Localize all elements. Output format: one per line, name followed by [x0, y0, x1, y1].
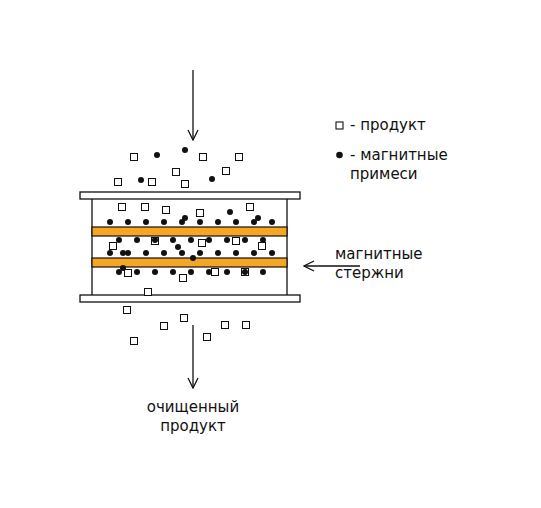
- impurity-particle: [251, 219, 257, 225]
- product-particle: [199, 240, 206, 247]
- impurity-particle: [260, 237, 266, 243]
- product-particle: [242, 269, 249, 276]
- output-label: очищенный продукт: [133, 398, 253, 436]
- legend-text: - продукт: [350, 116, 480, 135]
- impurity-particle: [138, 177, 144, 183]
- impurity-particle: [182, 147, 188, 153]
- impurity-particle: [161, 250, 167, 256]
- product-particle: [259, 243, 266, 250]
- impurity-particle: [152, 269, 158, 275]
- impurity-particle: [197, 250, 203, 256]
- impurity-particle: [152, 237, 158, 243]
- impurity-particle: [206, 269, 212, 275]
- impurity-particle: [269, 250, 275, 256]
- impurity-particle: [260, 269, 266, 275]
- side-wall: [91, 199, 92, 295]
- impurity-particle: [143, 219, 149, 225]
- impurity-particle: [116, 237, 122, 243]
- product-particle: [200, 154, 207, 161]
- product-particle: [222, 322, 229, 329]
- product-particle: [212, 269, 219, 276]
- impurity-particle: [197, 219, 203, 225]
- top-plate: [80, 192, 300, 199]
- impurity-particle: [161, 219, 167, 225]
- bottom-plate: [80, 295, 300, 302]
- impurity-particle: [107, 219, 113, 225]
- product-particle: [152, 238, 159, 245]
- product-particle: [163, 207, 170, 214]
- impurity-particle: [179, 250, 185, 256]
- product-particle: [180, 275, 187, 282]
- impurity-particle: [209, 176, 215, 182]
- impurity-particle: [242, 269, 248, 275]
- inflow-arrow: [192, 70, 193, 140]
- impurity-particle: [251, 250, 257, 256]
- impurity-particle: [233, 219, 239, 225]
- product-particle: [181, 315, 188, 322]
- product-particle: [243, 322, 250, 329]
- impurity-particle: [125, 250, 131, 256]
- product-particle: [142, 204, 149, 211]
- impurity-particle: [242, 237, 248, 243]
- impurity-particle: [134, 237, 140, 243]
- product-particle: [247, 204, 254, 211]
- impurity-particle: [134, 269, 140, 275]
- impurity-particle: [154, 152, 160, 158]
- product-particle: [161, 323, 168, 330]
- impurity-particle: [190, 255, 196, 261]
- impurity-particle: [188, 269, 194, 275]
- impurity-particle: [215, 250, 221, 256]
- product-particle: [124, 307, 131, 314]
- product-particle: [182, 181, 189, 188]
- product-particle: [223, 168, 230, 175]
- outflow-arrow: [192, 325, 193, 388]
- impurity-particle: [175, 244, 181, 250]
- impurity-particle: [170, 237, 176, 243]
- product-particle: [236, 154, 243, 161]
- impurity-particle: [116, 269, 122, 275]
- impurity-particle: [179, 219, 185, 225]
- product-particle: [131, 154, 138, 161]
- impurity-particle: [269, 219, 275, 225]
- product-particle: [233, 238, 240, 245]
- impurity-particle: [227, 209, 233, 215]
- impurity-particle: [143, 250, 149, 256]
- side-wall: [286, 199, 287, 295]
- product-sample: [336, 122, 343, 129]
- product-particle: [197, 210, 204, 217]
- impurity-particle: [125, 219, 131, 225]
- product-particle: [131, 338, 138, 345]
- impurity-particle: [188, 237, 194, 243]
- impurity-sample: [336, 152, 343, 159]
- impurity-particle: [107, 250, 113, 256]
- product-particle: [119, 204, 126, 211]
- product-particle: [115, 179, 122, 186]
- impurity-particle: [170, 269, 176, 275]
- magnetic-rod: [92, 227, 287, 236]
- particles: [107, 147, 275, 345]
- product-particle: [149, 179, 156, 186]
- legend-text: - магнитные примеси: [350, 146, 480, 184]
- product-particle: [125, 270, 132, 277]
- product-particle: [110, 243, 117, 250]
- impurity-particle: [224, 269, 230, 275]
- product-particle: [145, 289, 152, 296]
- rod-label: магнитные стержни: [335, 245, 460, 283]
- impurity-particle: [224, 237, 230, 243]
- product-particle: [204, 334, 211, 341]
- impurity-particle: [233, 250, 239, 256]
- impurity-particle: [206, 237, 212, 243]
- product-particle: [173, 169, 180, 176]
- impurity-particle: [215, 219, 221, 225]
